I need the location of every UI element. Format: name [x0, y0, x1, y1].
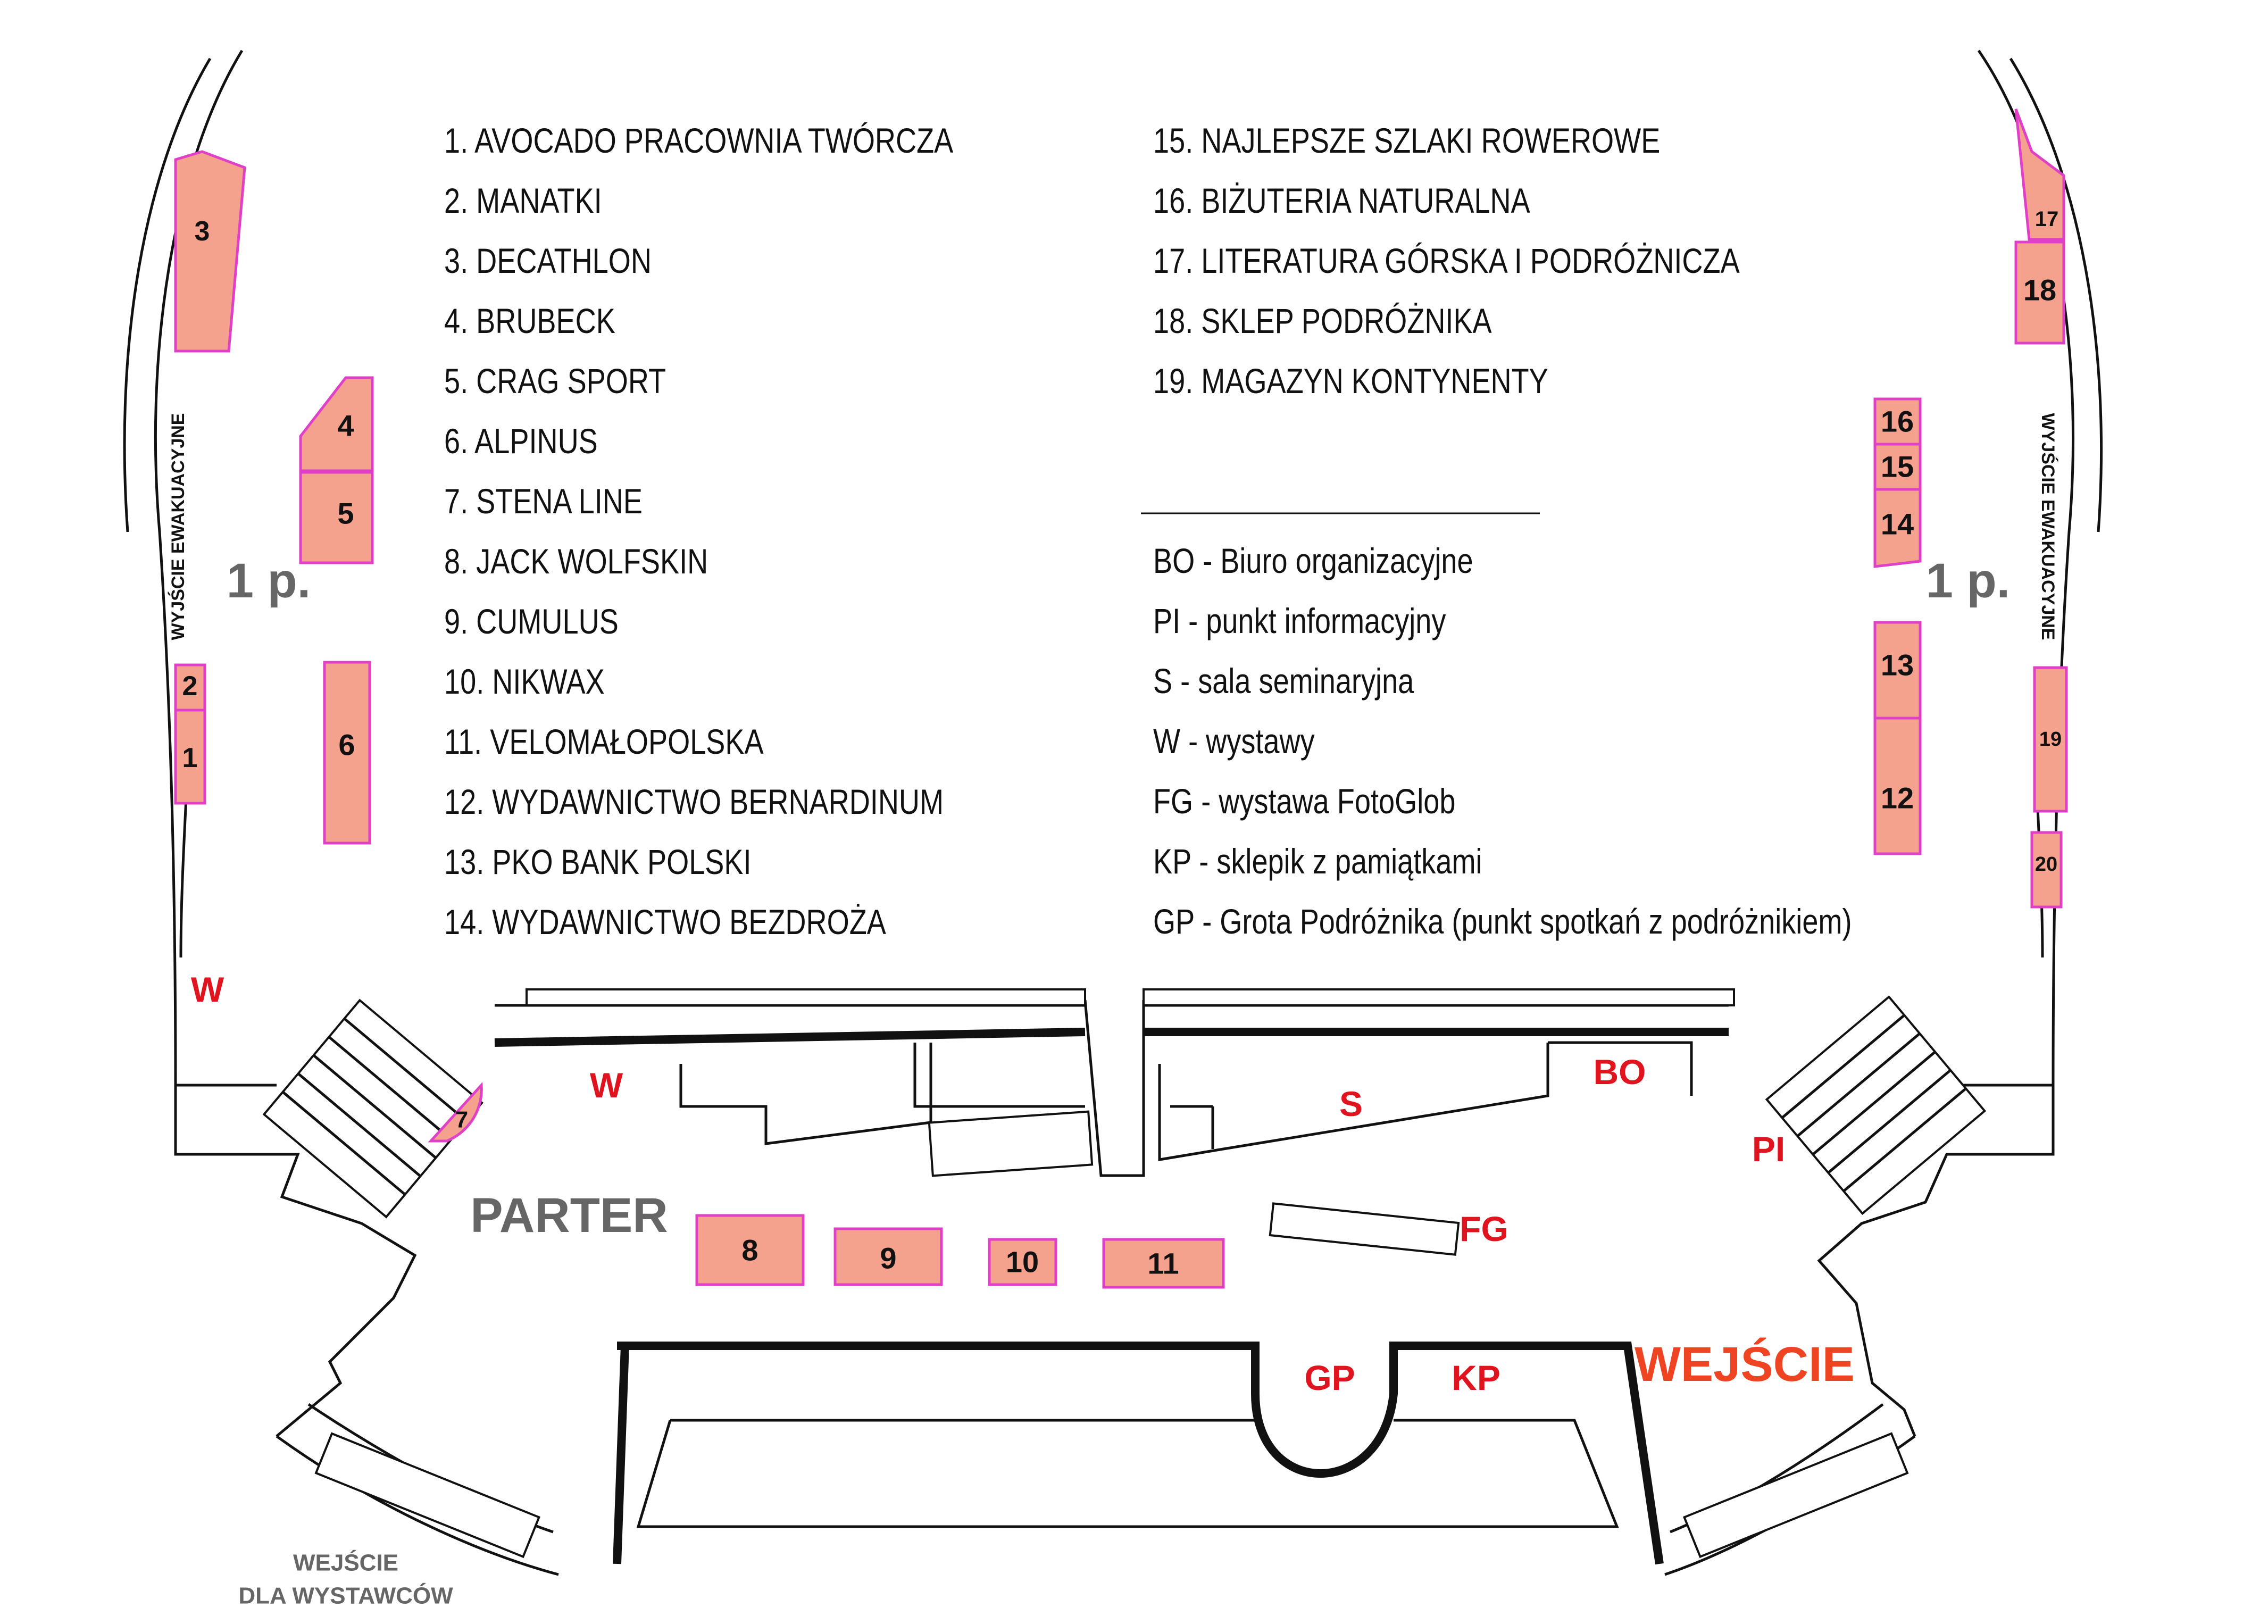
exhibitor-list-item: 5. CRAG SPORT — [444, 361, 666, 401]
abbreviation-item: FG - wystawa FotoGlob — [1153, 781, 1456, 821]
stall-7[interactable]: 7 — [428, 1081, 483, 1143]
stall-14-number: 14 — [1881, 507, 1914, 541]
stall-2-number: 2 — [182, 671, 198, 702]
stall-11[interactable]: 11 — [1102, 1238, 1225, 1289]
exhibitor-list-item: 15. NAJLEPSZE SZLAKI ROWEROWE — [1153, 121, 1661, 160]
stall-10[interactable]: 10 — [988, 1238, 1057, 1286]
stall-3-number: 3 — [195, 216, 210, 247]
exhibitor-list-item: 11. VELOMAŁOPOLSKA — [444, 722, 764, 761]
exhibitor-list-item: 13. PKO BANK POLSKI — [444, 842, 752, 881]
stall-12-number: 12 — [1881, 781, 1914, 815]
stall-15[interactable]: 15 — [1873, 443, 1922, 491]
stall-8-number: 8 — [741, 1234, 758, 1267]
emergency-exit-right: WYJŚCIE EWAKUACYJNE — [2038, 413, 2058, 640]
stall-14[interactable]: 14 — [1873, 488, 1922, 568]
exhibitor-list-item: 7. STENA LINE — [444, 481, 643, 521]
exhibitor-list-item: 10. NIKWAX — [444, 662, 605, 701]
ground-floor-label: PARTER — [470, 1188, 668, 1243]
stall-1[interactable]: 1 — [174, 709, 206, 805]
stall-16-number: 16 — [1881, 405, 1914, 438]
exhibitor-list-item: 14. WYDAWNICTWO BEZDROŻA — [444, 902, 886, 942]
zone-kp: KP — [1452, 1358, 1500, 1397]
exhibitor-list-item: 18. SKLEP PODRÓŻNIKA — [1153, 301, 1492, 340]
exhibitor-entrance: WEJŚCIE DLA WYSTAWCÓW — [238, 1550, 453, 1609]
stall-1-number: 1 — [182, 743, 198, 773]
first-floor-label-left: 1 p. — [227, 554, 311, 608]
stall-9[interactable]: 9 — [833, 1227, 943, 1286]
abbreviation-item: KP - sklepik z pamiątkami — [1153, 842, 1482, 881]
zone-w-left: W — [191, 970, 224, 1009]
stall-4[interactable]: 4 — [299, 376, 374, 472]
zone-fg: FG — [1460, 1209, 1508, 1248]
exhibitor-list-item: 12. WYDAWNICTWO BERNARDINUM — [444, 782, 944, 821]
stall-6[interactable]: 6 — [323, 661, 371, 845]
stall-2[interactable]: 2 — [174, 663, 206, 712]
stairs — [262, 988, 1987, 1559]
abbreviation-list: BO - Biuro organizacyjne PI - punkt infor… — [1153, 531, 2005, 952]
stall-9-number: 9 — [880, 1242, 896, 1275]
zone-w-center: W — [590, 1065, 623, 1105]
stall-12[interactable]: 12 — [1873, 717, 1922, 855]
stall-17-number: 17 — [2035, 207, 2059, 231]
stalls: 3 4 5 2 1 6 7 8 — [174, 109, 2068, 1289]
abbreviation-item: GP - Grota Podróżnika (punkt spotkań z p… — [1153, 902, 1852, 941]
stall-3[interactable]: 3 — [174, 150, 246, 353]
abbreviation-item: BO - Biuro organizacyjne — [1153, 541, 1473, 580]
stall-7-number: 7 — [455, 1107, 468, 1133]
stall-13-number: 13 — [1881, 648, 1914, 682]
main-entrance-label: WEJŚCIE — [1635, 1337, 1855, 1392]
zone-labels: W W S BO PI FG GP KP WEJŚCIE — [191, 970, 1855, 1397]
stall-13[interactable]: 13 — [1873, 621, 1922, 720]
exhibitor-list-item: 8. JACK WOLFSKIN — [444, 542, 708, 581]
exhibitor-list-item: 16. BIŻUTERIA NATURALNA — [1153, 181, 1530, 220]
stall-20[interactable]: 20 — [2030, 831, 2063, 909]
exhibitor-entrance-line2: DLA WYSTAWCÓW — [238, 1583, 453, 1609]
stall-16[interactable]: 16 — [1873, 397, 1922, 446]
exhibitor-entrance-line1: WEJŚCIE — [293, 1550, 398, 1576]
zone-bo: BO — [1594, 1052, 1646, 1092]
stall-19[interactable]: 19 — [2033, 666, 2068, 813]
stall-18[interactable]: 18 — [2014, 240, 2065, 345]
exhibitor-list-item: 3. DECATHLON — [444, 241, 652, 280]
zone-gp: GP — [1304, 1358, 1355, 1397]
floor-labels: PARTER 1 p. 1 p. — [227, 554, 2010, 1243]
stall-20-number: 20 — [2035, 853, 2057, 876]
first-floor-label-right: 1 p. — [1926, 554, 2010, 608]
exhibitor-list-item: 19. MAGAZYN KONTYNENTY — [1153, 361, 1548, 401]
stall-8[interactable]: 8 — [695, 1214, 805, 1286]
zone-s: S — [1339, 1084, 1363, 1123]
exhibitor-list-right: 15. NAJLEPSZE SZLAKI ROWEROWE 16. BIŻUTER… — [1153, 111, 1869, 411]
stall-11-number: 11 — [1147, 1247, 1179, 1280]
exhibitor-list-left: 1. AVOCADO PRACOWNIA TWÓRCZA 2. MANATKI 3.… — [444, 111, 1065, 952]
abbreviation-item: PI - punkt informacyjny — [1153, 601, 1446, 640]
exhibitor-list-item: 4. BRUBECK — [444, 301, 615, 340]
exhibitor-list-item: 1. AVOCADO PRACOWNIA TWÓRCZA — [444, 121, 954, 160]
stall-19-number: 19 — [2039, 728, 2062, 751]
stall-6-number: 6 — [338, 728, 355, 762]
exhibitor-list-item: 9. CUMULUS — [444, 602, 619, 641]
exhibitor-list-item: 2. MANATKI — [444, 181, 602, 220]
zone-pi: PI — [1752, 1129, 1785, 1169]
stall-15-number: 15 — [1881, 450, 1914, 484]
abbreviation-item: W - wystawy — [1153, 721, 1315, 761]
emergency-exit-left: WYJŚCIE EWAKUACYJNE — [168, 413, 188, 640]
stall-18-number: 18 — [2023, 273, 2056, 307]
abbreviation-item: S - sala seminaryjna — [1153, 661, 1414, 701]
stall-5-number: 5 — [337, 497, 354, 530]
exhibitor-list-item: 17. LITERATURA GÓRSKA I PODRÓŻNICZA — [1153, 241, 1740, 280]
stall-5[interactable]: 5 — [299, 471, 374, 564]
stall-4-number: 4 — [337, 409, 354, 443]
stall-17[interactable]: 17 — [2014, 109, 2065, 241]
stall-10-number: 10 — [1006, 1245, 1039, 1279]
exhibitor-list-item: 6. ALPINUS — [444, 421, 598, 461]
